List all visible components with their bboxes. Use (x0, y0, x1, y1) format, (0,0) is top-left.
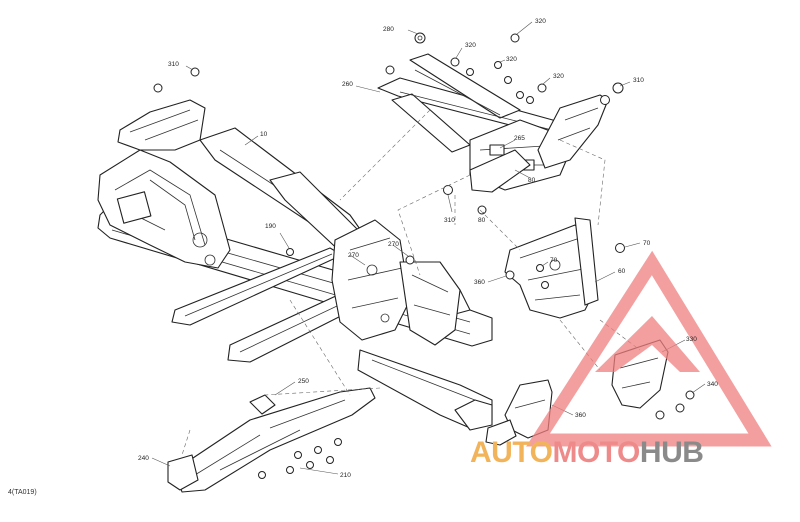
callout-310-mid: 310 (444, 217, 455, 224)
callout-330: 330 (686, 336, 697, 343)
callout-10: 10 (260, 131, 268, 138)
callout-265: 265 (514, 135, 525, 142)
callout-60: 60 (618, 268, 626, 275)
callout-210: 210 (340, 472, 351, 479)
lower-plates (485, 339, 669, 446)
callout-360-lower: 360 (575, 412, 586, 419)
main-frame (97, 99, 493, 431)
callout-320-top: 320 (535, 18, 546, 25)
callout-80-left: 80 (478, 217, 486, 224)
callout-250: 250 (298, 378, 309, 385)
callout-260: 260 (342, 81, 353, 88)
callout-320-left: 320 (465, 42, 476, 49)
callout-70-mid: 70 (550, 257, 558, 264)
callout-280: 280 (383, 26, 394, 33)
callout-270-left: 270 (348, 252, 359, 259)
diagram-id: 4(TA019) (8, 489, 37, 496)
callout-310-top-right: 310 (633, 77, 644, 84)
callout-320-right: 320 (553, 73, 564, 80)
skid-plate (167, 387, 376, 493)
watermark-moto: MOTO (552, 436, 640, 469)
callout-labels: 280 320 320 320 320 260 310 310 265 10 8… (138, 18, 718, 479)
callout-70: 70 (643, 240, 651, 247)
callout-360-upper: 360 (474, 279, 485, 286)
watermark-triangle (526, 250, 772, 447)
callout-240: 240 (138, 455, 149, 462)
callout-320-mid: 320 (506, 56, 517, 63)
callout-80-right: 80 (528, 177, 536, 184)
leader-lines (151, 21, 706, 475)
callout-190: 190 (265, 223, 276, 230)
watermark-hub: HUB (639, 436, 704, 469)
watermark-logo: AUTOMOTOHUB (470, 436, 704, 470)
watermark-auto: AUTO (470, 436, 553, 469)
watermark-triangle-outer (526, 250, 772, 447)
right-bracket (504, 217, 599, 319)
watermark-triangle-inner (595, 316, 700, 372)
callout-270-right: 270 (388, 241, 399, 248)
rear-crossmember (377, 53, 609, 193)
callout-340: 340 (707, 381, 718, 388)
callout-310-top-left: 310 (168, 61, 179, 68)
